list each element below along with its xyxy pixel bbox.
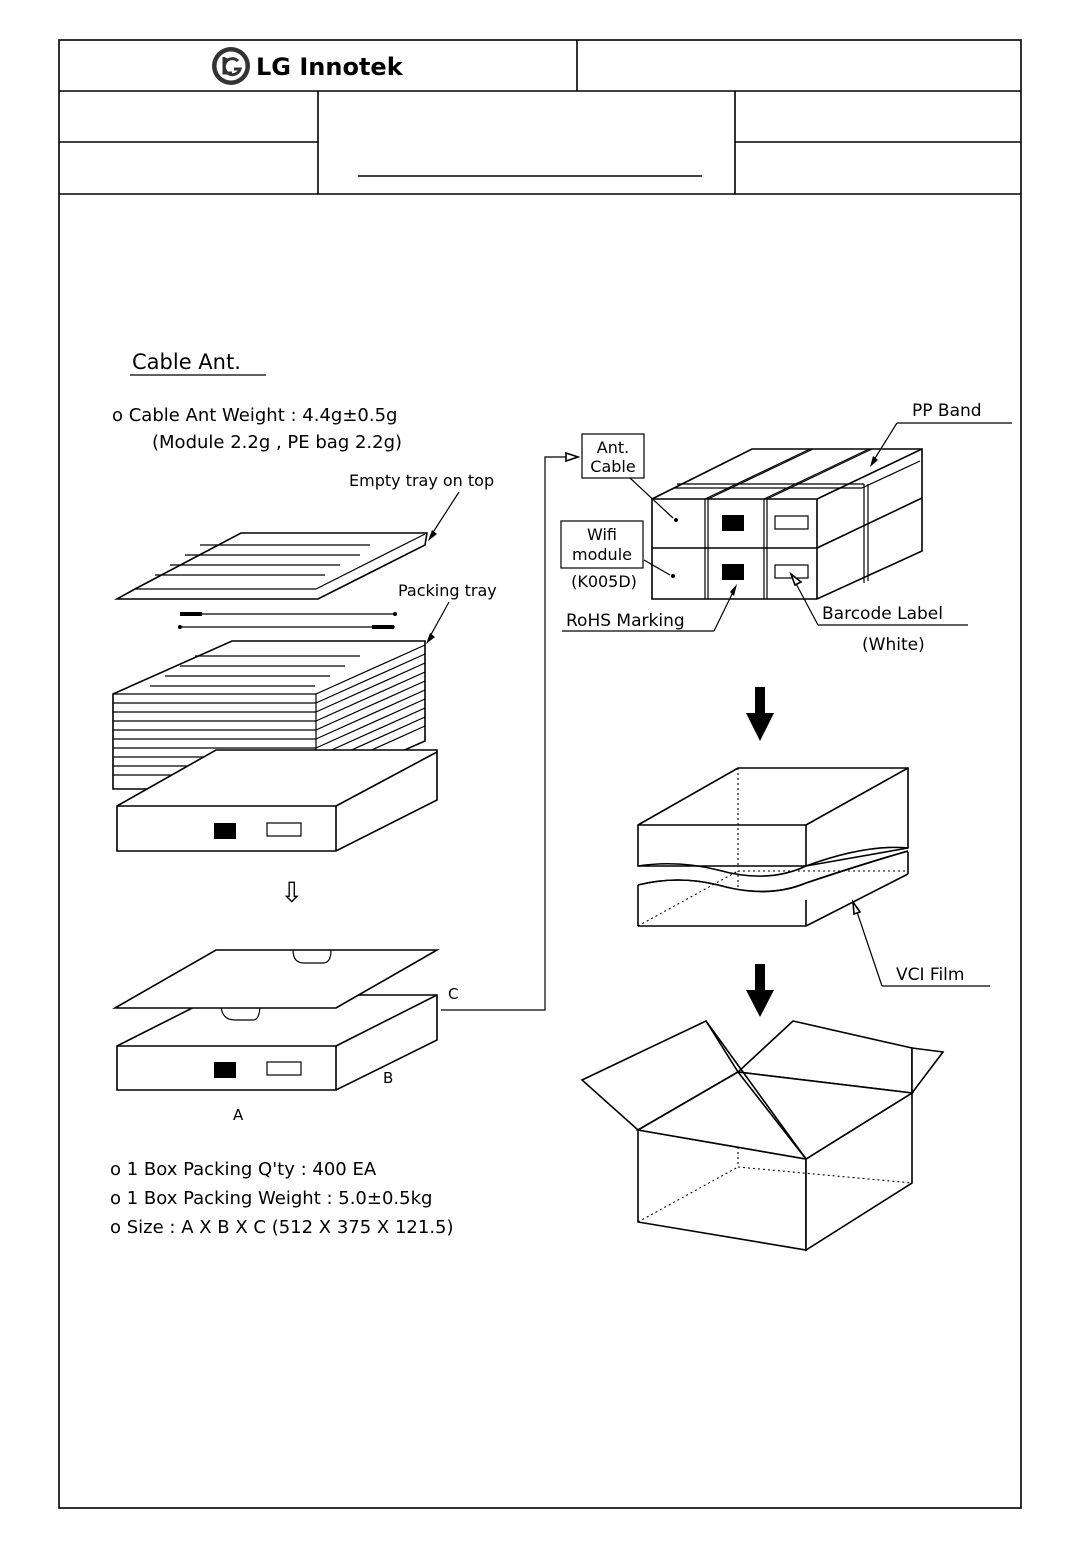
barcode-label-box <box>774 515 809 530</box>
stacked-boxes: RoHS RoHS <box>651 448 923 600</box>
cable-ant-weight: o Cable Ant Weight : 4.4g±0.5g <box>112 405 397 426</box>
weight-breakdown: (Module 2.2g , PE bag 2.2g) <box>152 432 402 453</box>
wifi-line1: Wifi <box>587 525 617 544</box>
company-name: LG Innotek <box>256 53 404 81</box>
barcode-label-box <box>774 564 809 579</box>
rohs-mark-icon <box>722 564 744 580</box>
empty-tray-label: Empty tray on top <box>349 471 494 490</box>
page-border <box>58 39 1022 1509</box>
dim-b: B <box>383 1069 393 1087</box>
inner-box-open: RoHS <box>116 749 438 852</box>
dim-c: C <box>448 985 458 1003</box>
vci-film-box <box>637 767 909 927</box>
box-lid <box>112 949 440 1009</box>
rohs-mark-icon <box>722 515 744 531</box>
flow-connector <box>441 456 566 1011</box>
open-carton <box>580 1019 945 1252</box>
rohs-mark-icon <box>214 823 236 839</box>
empty-tray <box>113 532 428 600</box>
section-title: Cable Ant. <box>132 350 241 374</box>
carton-flap-right <box>911 1047 945 1096</box>
ant-cables <box>178 612 397 629</box>
barcode-label-box <box>266 822 302 837</box>
packing-tray-label: Packing tray <box>398 581 497 600</box>
rohs-mark-icon <box>214 1062 236 1078</box>
header-frame <box>58 39 1022 1509</box>
rohs-mark-text: RoHS <box>216 1068 235 1076</box>
rohs-mark-text: RoHS <box>216 829 235 837</box>
ant-cable-line1: Ant. <box>597 438 629 457</box>
barcode-label-line2: (White) <box>862 635 925 655</box>
rohs-mark-text: RoHS <box>724 570 743 578</box>
ant-cable-callout <box>581 433 645 479</box>
vci-film-label: VCI Film <box>896 965 964 985</box>
rohs-marking-label: RoHS Marking <box>566 611 685 631</box>
box-size: o Size : A X B X C (512 X 375 X 121.5) <box>110 1217 454 1238</box>
box-packing-qty: o 1 Box Packing Q'ty : 400 EA <box>110 1159 377 1180</box>
rohs-mark-text: RoHS <box>724 521 743 529</box>
lg-logo: LG Innotek <box>212 47 404 85</box>
wifi-module-callout <box>560 520 644 569</box>
ant-cable-line2: Cable <box>590 457 635 476</box>
inner-box-closed: RoHS <box>112 949 440 1091</box>
dim-a: A <box>233 1106 244 1124</box>
wifi-line3: (K005D) <box>571 572 637 591</box>
box-packing-weight: o 1 Box Packing Weight : 5.0±0.5kg <box>110 1188 432 1209</box>
barcode-label-box <box>266 1061 302 1076</box>
pp-band-label: PP Band <box>912 401 982 421</box>
down-arrow-icon: ⇩ <box>280 876 303 909</box>
solid-down-arrow-icon <box>746 964 774 1017</box>
wifi-line2: module <box>572 545 632 564</box>
barcode-label-line1: Barcode Label <box>822 604 943 624</box>
solid-down-arrow-icon <box>746 687 774 741</box>
